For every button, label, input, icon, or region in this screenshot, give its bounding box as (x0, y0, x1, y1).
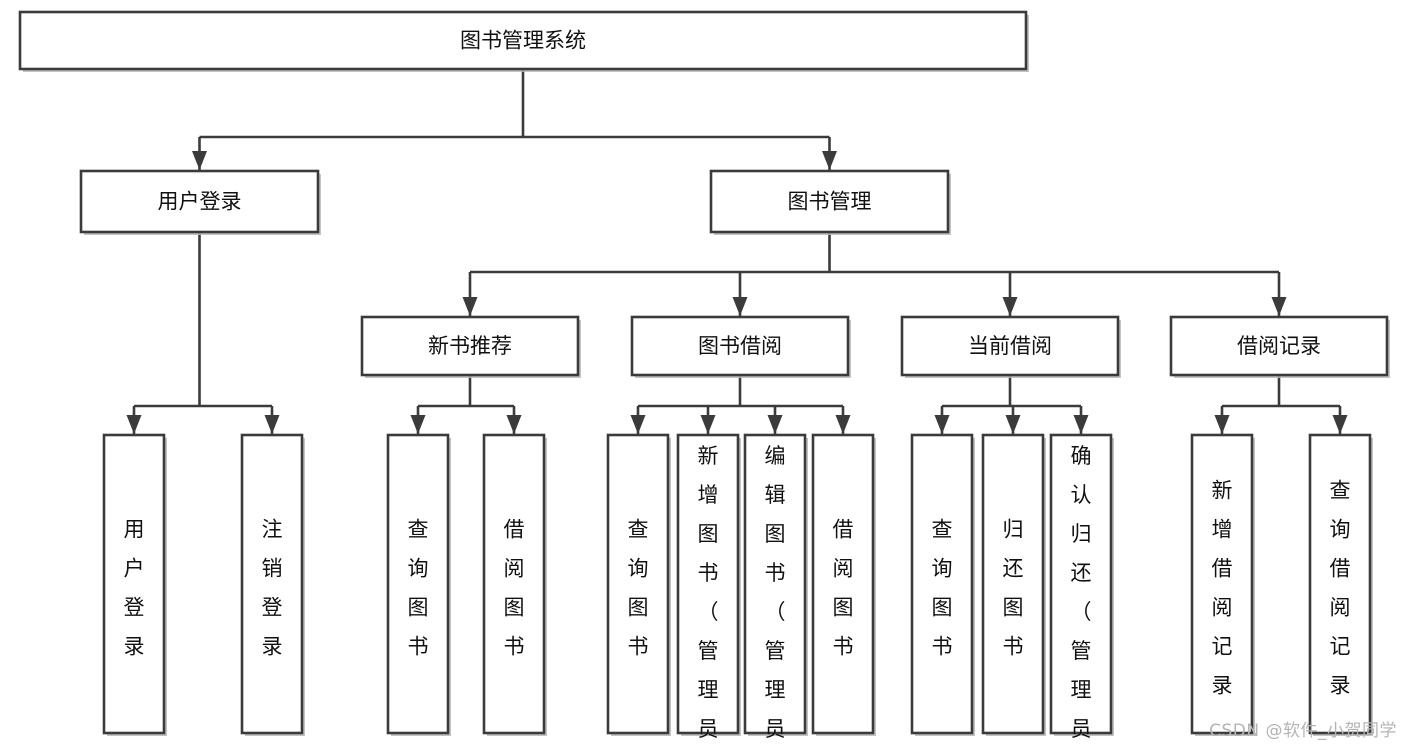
leaf-node-3[interactable]: 借阅图书 (482, 433, 547, 736)
leaf-node-0[interactable]: 用户登录 (102, 433, 167, 736)
root-node-图书管理系统[interactable]: 图书管理系统 (18, 10, 1029, 72)
root-node-label: 图书管理系统 (460, 29, 586, 53)
leaf-node-label-12: 查询借阅记录 (1330, 478, 1351, 697)
level3-node-0[interactable]: 新书推荐 (360, 315, 581, 378)
arrow-head-icon (767, 415, 783, 434)
arrow-head-icon (1073, 415, 1089, 434)
arrow-head-icon (506, 415, 522, 434)
level3-node-label-3: 借阅记录 (1237, 334, 1321, 358)
arrow-head-icon (1005, 415, 1021, 434)
arrow-head-icon (1271, 297, 1287, 316)
leaf-node-label-2: 查询图书 (408, 517, 429, 658)
arrow-head-icon (630, 415, 646, 434)
level2-node-label-1: 图书管理 (788, 190, 872, 214)
leaf-node-label-0: 用户登录 (124, 517, 145, 658)
leaf-node-label-3: 借阅图书 (504, 517, 525, 658)
leaf-node-label-7: 借阅图书 (833, 517, 854, 658)
csdn-watermark: CSDN @软件_小贺同学 (1209, 721, 1397, 741)
level2-node-1[interactable]: 图书管理 (709, 169, 951, 235)
level3-node-label-0: 新书推荐 (428, 334, 512, 358)
arrow-head-icon (126, 415, 142, 434)
leaf-node-11[interactable]: 新增借阅记录 (1190, 433, 1255, 736)
arrow-head-icon (700, 415, 716, 434)
leaf-node-label-9: 归还图书 (1003, 517, 1024, 658)
level3-node-1[interactable]: 图书借阅 (630, 315, 851, 378)
arrow-head-icon (934, 415, 950, 434)
arrow-head-icon (1332, 415, 1348, 434)
leaf-node-4[interactable]: 查询图书 (606, 433, 671, 736)
leaf-node-1[interactable]: 注销登录 (240, 433, 305, 736)
level3-node-label-1: 图书借阅 (698, 334, 782, 358)
arrow-head-icon (835, 415, 851, 434)
leaf-node-5[interactable]: 新增图书（管理员） (676, 433, 741, 747)
leaf-node-8[interactable]: 查询图书 (910, 433, 975, 736)
connector-lines (126, 69, 1348, 434)
leaf-node-6[interactable]: 编辑图书（管理员） (743, 433, 808, 747)
leaf-node-label-5: 新增图书（管理员） (698, 444, 719, 747)
level3-node-3[interactable]: 借阅记录 (1169, 315, 1390, 378)
node-boxes: 图书管理系统用户登录图书管理新书推荐图书借阅当前借阅借阅记录用户登录注销登录查询… (18, 10, 1390, 747)
arrow-head-icon (822, 151, 837, 170)
arrow-head-icon (462, 297, 478, 316)
arrow-head-icon (732, 297, 748, 316)
leaf-node-10[interactable]: 确认归还（管理员） (1049, 433, 1114, 747)
leaf-node-12[interactable]: 查询借阅记录 (1308, 433, 1373, 736)
leaf-node-label-1: 注销登录 (262, 517, 283, 658)
arrow-head-icon (1214, 415, 1230, 434)
leaf-node-7[interactable]: 借阅图书 (811, 433, 876, 736)
level3-node-2[interactable]: 当前借阅 (900, 315, 1121, 378)
level2-node-0[interactable]: 用户登录 (79, 169, 321, 235)
arrow-head-icon (410, 415, 426, 434)
arrow-head-icon (1002, 297, 1018, 316)
level2-node-label-0: 用户登录 (158, 190, 242, 214)
leaf-node-label-11: 新增借阅记录 (1212, 478, 1233, 697)
arrow-head-icon (192, 151, 207, 170)
leaf-node-label-10: 确认归还（管理员） (1071, 444, 1092, 747)
leaf-node-9[interactable]: 归还图书 (981, 433, 1046, 736)
leaf-node-label-6: 编辑图书（管理员） (765, 444, 786, 747)
arrow-head-icon (264, 415, 280, 434)
level3-node-label-2: 当前借阅 (968, 334, 1052, 358)
leaf-node-2[interactable]: 查询图书 (386, 433, 451, 736)
leaf-node-label-8: 查询图书 (932, 517, 953, 658)
leaf-node-label-4: 查询图书 (628, 517, 649, 658)
